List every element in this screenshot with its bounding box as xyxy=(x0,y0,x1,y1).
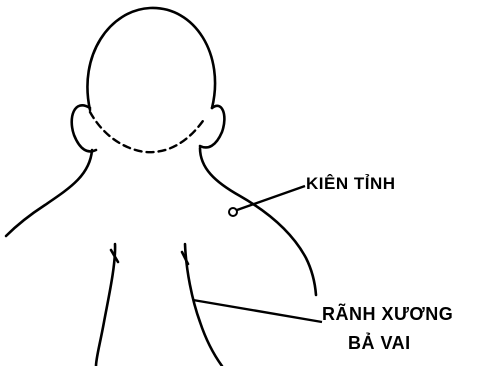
kien-tinh-leader xyxy=(237,186,305,210)
right-ear xyxy=(200,106,224,148)
left-neck-shoulder xyxy=(6,150,92,236)
head-outline xyxy=(87,8,215,110)
occipital-dashed-line xyxy=(90,112,205,152)
left-ear xyxy=(72,105,96,151)
label-ranh-xuong-line1: RÃNH XƯƠNG xyxy=(322,305,453,323)
right-neck-shoulder xyxy=(200,148,316,295)
left-arm-line xyxy=(96,244,115,366)
ranh-xuong-leader xyxy=(193,300,322,322)
label-ranh-xuong-line2: BẢ VAI xyxy=(348,334,411,352)
label-kien-tinh: KIÊN TỈNH xyxy=(306,175,396,192)
kien-tinh-point xyxy=(229,208,237,216)
